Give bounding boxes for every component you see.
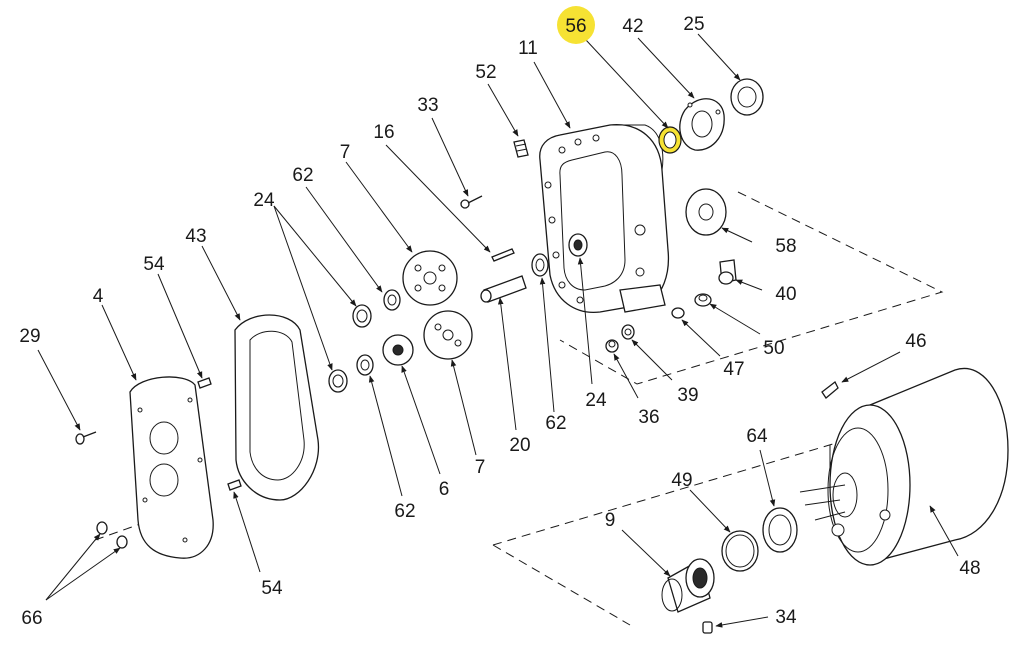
callout-46[interactable]: 46 xyxy=(905,331,926,352)
part-36-nut[interactable] xyxy=(605,339,619,353)
part-66-setscrews[interactable] xyxy=(96,521,128,549)
callout-62-upper[interactable]: 62 xyxy=(292,165,313,186)
callout-7-lower[interactable]: 7 xyxy=(475,457,486,478)
callout-58[interactable]: 58 xyxy=(775,236,796,257)
callout-49[interactable]: 49 xyxy=(671,470,692,491)
part-64-seal[interactable] xyxy=(762,507,798,553)
callout-52[interactable]: 52 xyxy=(475,62,496,83)
callout-20[interactable]: 20 xyxy=(509,435,530,456)
part-29-screw[interactable] xyxy=(75,431,97,445)
callout-4[interactable]: 4 xyxy=(93,286,104,307)
part-62-ring-upper[interactable] xyxy=(383,289,401,311)
callout-56[interactable]: 56 xyxy=(565,16,586,37)
part-39-washer[interactable] xyxy=(621,324,635,340)
part-50-fitting[interactable] xyxy=(694,293,712,307)
callout-56-highlight xyxy=(557,6,595,44)
callout-54-upper[interactable]: 54 xyxy=(143,254,165,275)
part-54-pin-lower[interactable] xyxy=(227,479,242,491)
part-34-pin[interactable] xyxy=(702,621,713,634)
part-24-bearing-upper[interactable] xyxy=(352,304,372,328)
callout-24-left[interactable]: 24 xyxy=(253,190,275,211)
callout-34[interactable]: 34 xyxy=(775,607,797,628)
part-9-coupler[interactable] xyxy=(661,558,715,613)
callout-labels: 56 42 25 11 52 33 16 7 62 24 43 54 4 29 … xyxy=(19,14,980,629)
callout-64[interactable]: 64 xyxy=(746,426,768,447)
part-47-screw[interactable] xyxy=(671,307,685,319)
callout-9[interactable]: 9 xyxy=(605,510,616,531)
callout-11[interactable]: 11 xyxy=(518,38,538,59)
callout-24-right[interactable]: 24 xyxy=(585,390,607,411)
part-42-plate[interactable] xyxy=(679,98,725,151)
callout-36[interactable]: 36 xyxy=(638,407,659,428)
leader-lines xyxy=(37,33,959,628)
callout-47[interactable]: 47 xyxy=(723,359,744,380)
part-40-fitting[interactable] xyxy=(718,259,737,285)
part-49-ring[interactable] xyxy=(721,530,759,572)
callout-54-lower[interactable]: 54 xyxy=(261,578,283,599)
callout-62-right[interactable]: 62 xyxy=(545,413,566,434)
part-6-gear[interactable] xyxy=(382,334,414,366)
callout-40[interactable]: 40 xyxy=(775,284,796,305)
part-62-ring-lower[interactable] xyxy=(356,354,374,376)
callout-50[interactable]: 50 xyxy=(763,338,784,359)
part-43-gasket[interactable] xyxy=(234,314,320,501)
callout-42[interactable]: 42 xyxy=(622,16,643,37)
callout-16[interactable]: 16 xyxy=(373,122,394,143)
part-7-gear-upper[interactable] xyxy=(402,250,458,306)
part-54-pin-upper[interactable] xyxy=(197,377,212,389)
part-24-bearing-lower[interactable] xyxy=(328,369,348,393)
part-33-screw[interactable] xyxy=(460,195,483,209)
callout-25[interactable]: 25 xyxy=(683,14,704,35)
part-16-pin[interactable] xyxy=(491,248,515,262)
part-11-housing[interactable] xyxy=(539,124,670,313)
part-58-washer[interactable] xyxy=(685,188,727,236)
part-48-motor[interactable] xyxy=(799,367,1009,566)
part-56-washer[interactable] xyxy=(658,126,682,154)
callout-66[interactable]: 66 xyxy=(21,608,42,629)
part-52-plug[interactable] xyxy=(513,139,529,158)
callout-43[interactable]: 43 xyxy=(185,226,206,247)
part-25-bearing[interactable] xyxy=(730,78,764,116)
assembly-guide-lines xyxy=(94,191,944,626)
part-4-cover[interactable] xyxy=(129,376,214,559)
callout-39[interactable]: 39 xyxy=(677,385,698,406)
callout-7-upper[interactable]: 7 xyxy=(340,142,351,163)
callout-33[interactable]: 33 xyxy=(417,95,438,116)
callout-48[interactable]: 48 xyxy=(959,558,980,579)
part-46-key[interactable] xyxy=(821,381,839,399)
callout-6[interactable]: 6 xyxy=(439,479,450,500)
callout-62-lower[interactable]: 62 xyxy=(394,501,415,522)
part-20-shaft[interactable] xyxy=(480,275,527,303)
callout-29[interactable]: 29 xyxy=(19,326,40,347)
part-7-gear-lower[interactable] xyxy=(423,310,473,360)
part-62-ring-right[interactable] xyxy=(531,253,549,277)
